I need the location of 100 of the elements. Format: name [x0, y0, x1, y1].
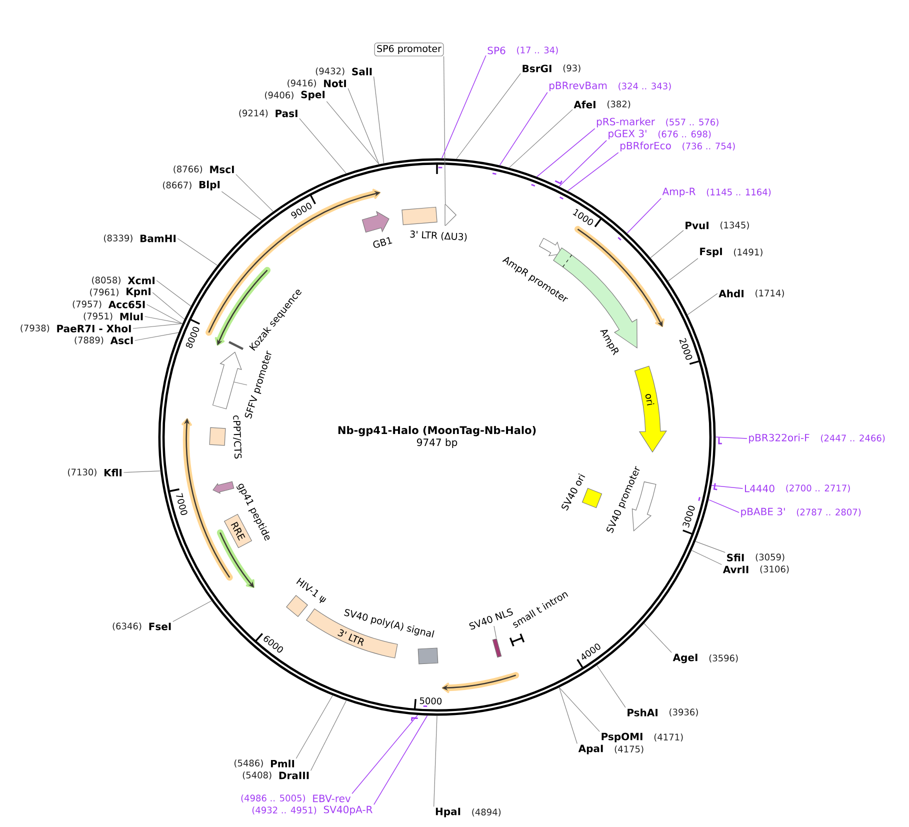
- leader-line: [156, 280, 192, 306]
- leader-line: [687, 293, 718, 316]
- leader-line: [326, 101, 380, 165]
- leader-line: [123, 470, 161, 473]
- leader-line: [177, 238, 218, 266]
- site-position: (7889): [74, 336, 104, 344]
- feature-label: 3' LTR (ΔU3): [410, 230, 467, 242]
- primer-range: (2787 .. 2807): [796, 508, 861, 516]
- enzyme-name: KflI: [104, 468, 122, 476]
- site-position: (7957): [72, 300, 102, 308]
- leader-line: [668, 258, 698, 282]
- leader-line: [146, 304, 183, 324]
- primer-range: (2700 .. 2717): [786, 484, 850, 492]
- feature-label: cPPT/CTS: [233, 415, 242, 459]
- primer-name: pBABE 3': [741, 508, 785, 518]
- primer-range: (676 .. 698): [658, 130, 711, 138]
- site-position: (5486): [234, 759, 263, 768]
- site-position: (8058): [92, 276, 120, 284]
- primer-name: pRS-marker: [596, 118, 655, 128]
- label-box: SP6 promoter: [374, 42, 444, 56]
- enzyme-name: PmlI: [270, 760, 294, 768]
- enzyme-name: AgeI: [672, 654, 698, 664]
- enzyme-name: XcmI: [128, 276, 154, 284]
- enzyme-name: SpeI: [301, 90, 325, 100]
- leader-line: [352, 714, 418, 794]
- leader-line: [536, 128, 596, 178]
- primer-range: (17 .. 34): [517, 46, 558, 54]
- enzyme-name: BsrGI: [522, 64, 552, 72]
- site-position: (9432): [316, 67, 344, 76]
- leader-line: [310, 700, 347, 771]
- leader-line: [132, 323, 183, 329]
- leader-line: [152, 292, 185, 320]
- enzyme-name: PasI: [276, 110, 298, 118]
- enzyme-name: ApaI: [578, 744, 603, 754]
- enzyme-name: MluI: [120, 312, 143, 320]
- site-position: (8766): [174, 165, 202, 174]
- leader-line: [711, 485, 744, 489]
- site-position: (1714): [756, 289, 784, 298]
- site-position: (7130): [68, 468, 96, 476]
- primer-range: (4986 .. 5005): [241, 794, 305, 803]
- leader-line: [558, 687, 600, 732]
- leader-line: [442, 55, 486, 159]
- enzyme-name: KpnI: [126, 288, 150, 298]
- primer-range: (2447 .. 2466): [820, 434, 885, 442]
- leader-line: [558, 687, 578, 744]
- primer-name: SP6: [488, 46, 506, 54]
- site-position: (4175): [614, 745, 644, 754]
- primer-name: SV40pA-R: [324, 806, 372, 816]
- enzyme-name: AhdI: [718, 290, 744, 298]
- site-position: (4894): [472, 808, 501, 817]
- leader-line: [508, 109, 573, 168]
- site-position: (3936): [670, 708, 698, 716]
- leader-line: [691, 550, 722, 565]
- primer-range: (557 .. 576): [666, 118, 718, 126]
- leader-line: [236, 174, 274, 212]
- enzyme-name: HpaI: [436, 808, 460, 818]
- tick-label: 8000: [186, 326, 200, 348]
- primer-name: pBRrevBam: [550, 82, 607, 92]
- enzyme-name: NotI: [324, 80, 346, 88]
- leader-line: [374, 715, 428, 805]
- site-position: (8667): [162, 181, 192, 190]
- enzyme-name: DraIII: [279, 772, 309, 780]
- leader-line: [456, 73, 521, 160]
- enzyme-name: AscI: [110, 336, 133, 344]
- enzyme-name: Acc65I: [108, 300, 145, 308]
- site-position: (8339): [104, 234, 132, 242]
- leader-line: [434, 716, 438, 807]
- primer-name: pBRforEco: [620, 142, 671, 152]
- leader-line: [443, 56, 446, 204]
- site-position: (7938): [20, 324, 50, 332]
- enzyme-name: FseI: [149, 622, 171, 630]
- primer-name: EBV-rev: [313, 794, 351, 802]
- site-position: (9406): [265, 91, 294, 100]
- leader-line: [144, 316, 183, 324]
- site-position: (3596): [709, 654, 738, 662]
- feature-label: SV40 NLS: [469, 608, 513, 630]
- leader-line: [296, 695, 333, 759]
- primer-range: (4932 .. 4951): [252, 806, 316, 815]
- enzyme-name: FspI: [700, 248, 722, 258]
- site-position: (6346): [112, 622, 142, 630]
- enzyme-name: MscI: [210, 166, 234, 174]
- leader-line: [172, 600, 212, 622]
- tick-label: 2000: [679, 338, 692, 360]
- enzyme-name: PspOMI: [602, 732, 642, 742]
- leader-line: [626, 198, 662, 234]
- tick-label: 7000: [176, 493, 188, 515]
- leader-line: [221, 191, 262, 221]
- site-position: (7961): [90, 288, 118, 296]
- leader-line: [644, 623, 672, 653]
- site-position: (9214): [239, 109, 268, 118]
- leader-line: [558, 140, 607, 187]
- enzyme-name: AvrII: [722, 566, 748, 574]
- primer-name: pBR322ori-F: [749, 434, 810, 444]
- site-position: (93): [563, 64, 580, 72]
- tick-label: 5000: [420, 697, 442, 705]
- leader-line: [568, 152, 619, 192]
- leader-line: [650, 230, 684, 258]
- site-position: (1491): [734, 248, 762, 256]
- leader-line: [373, 76, 384, 164]
- feature-label: GB1: [373, 237, 392, 248]
